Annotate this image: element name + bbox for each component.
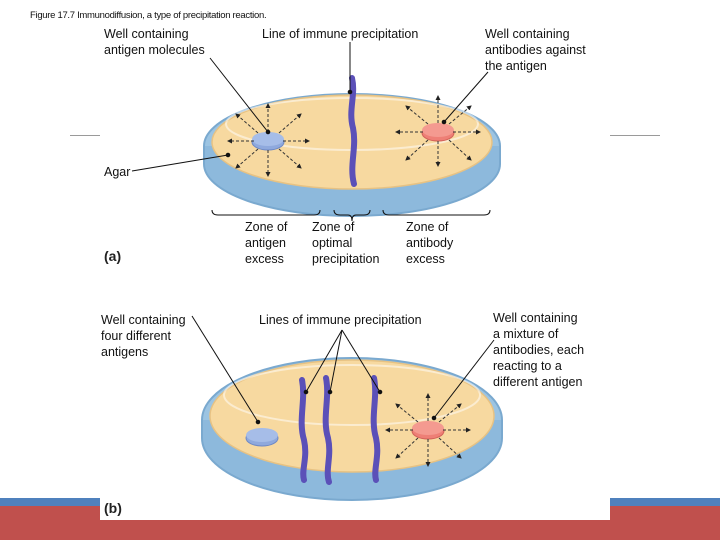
label-antibody-mixture-well: Well containing a mixture of antibodies,… (493, 311, 585, 389)
precipitation-line-a (348, 75, 358, 187)
agar-surface-b (209, 359, 495, 473)
label-precipitation-lines-b: Lines of immune precipitation (259, 313, 422, 327)
label-zone-antibody-excess: Zone of antibody excess (406, 220, 454, 266)
precipitation-line-b-2 (322, 375, 333, 485)
antigen-well-b (245, 428, 279, 447)
antigen-well-a (251, 132, 285, 151)
panel-letter-b: (b) (104, 500, 122, 516)
precipitation-lines-b (298, 375, 381, 485)
leader-lines-b (191, 315, 495, 425)
leader-lines-a (131, 42, 489, 172)
figure-title: Figure 17.7 Immunodiffusion, a type of p… (30, 10, 267, 21)
label-four-antigens-well: Well containing four different antigens (101, 313, 186, 359)
label-agar: Agar (104, 165, 131, 179)
diffusion-arrows-antibody-a (395, 95, 481, 167)
label-zone-optimal-precipitation: Zone of optimal precipitation (312, 220, 380, 266)
diffusion-arrows-antibody-b (385, 393, 471, 467)
diffusion-arrows-antigen-a (227, 103, 310, 177)
zone-brackets (211, 209, 491, 222)
label-zone-antigen-excess: Zone of antigen excess (245, 220, 288, 266)
label-antibody-well-a: Well containing antibodies against the a… (485, 27, 586, 73)
label-antigen-well-a: Well containing antigen molecules (104, 27, 205, 57)
petri-dish-b (201, 357, 503, 501)
antibody-well-a (421, 123, 455, 142)
antibody-well-b (411, 421, 445, 440)
label-precipitation-line-a: Line of immune precipitation (262, 27, 419, 41)
panel-letter-a: (a) (104, 248, 122, 264)
precipitation-line-b-3 (370, 375, 381, 483)
precipitation-line-b-1 (298, 377, 309, 483)
